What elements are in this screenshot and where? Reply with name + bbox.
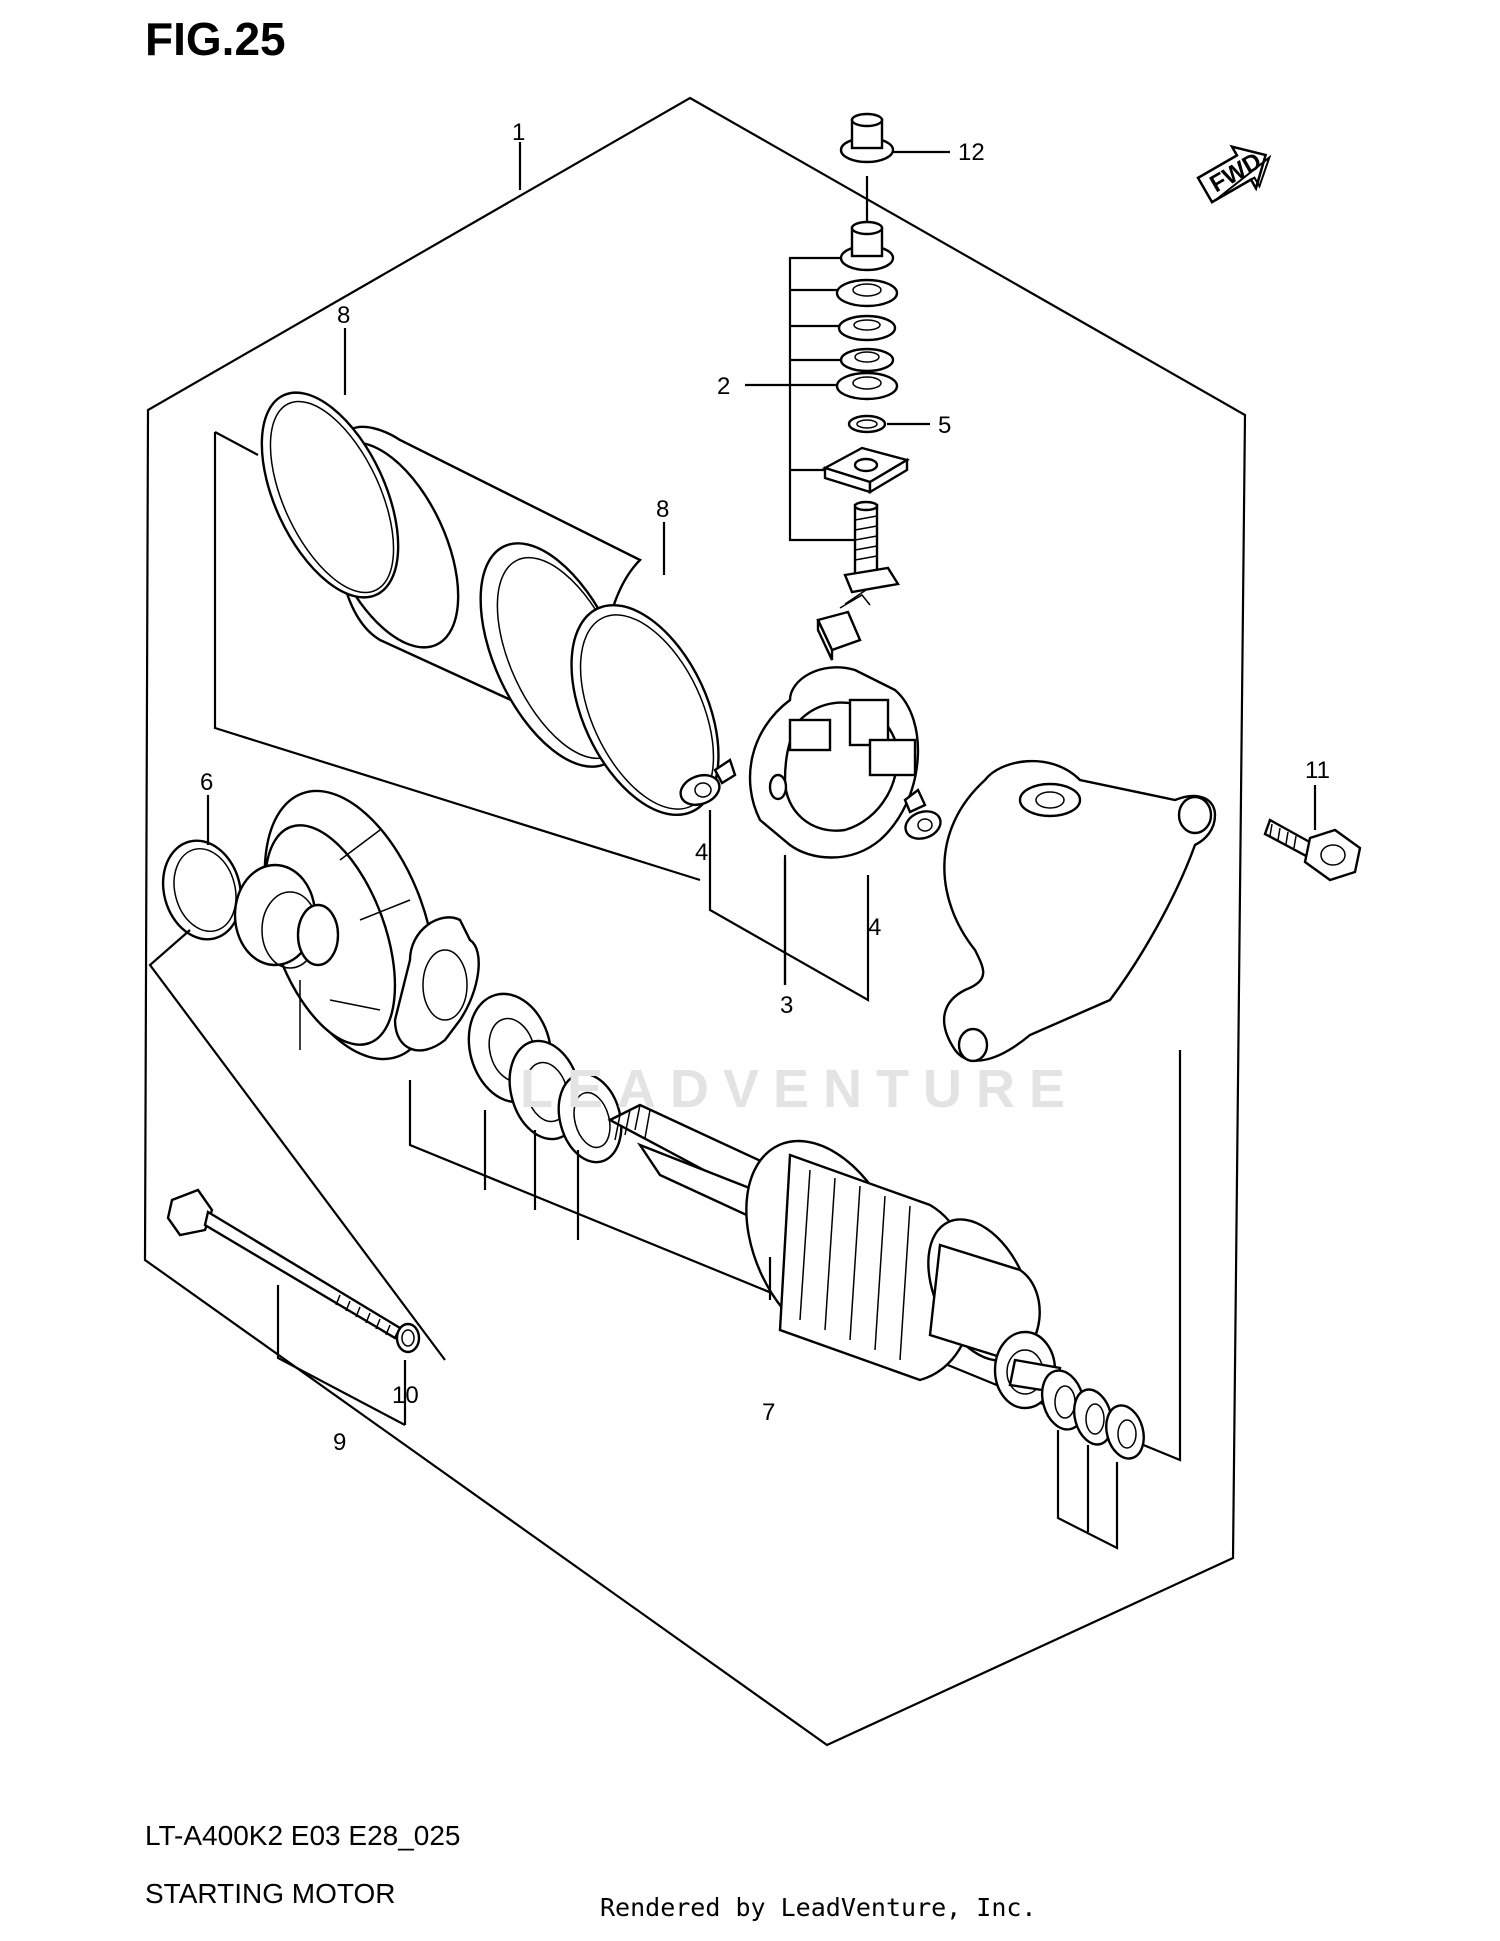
watermark: LEADVENTURE [520, 1059, 1080, 1119]
fwd-arrow-icon: FWD [1196, 144, 1272, 204]
part-front-bracket [233, 789, 437, 1061]
callout-10: 10 [392, 1382, 419, 1409]
part-oring-8-left [260, 391, 400, 599]
part-nut-12 [839, 112, 895, 164]
part-long-bolt-9 [166, 1188, 402, 1340]
part-nut-stack [839, 220, 895, 272]
part-brush-holder-3 [748, 666, 920, 859]
part-oring-10 [395, 1322, 421, 1354]
callout-6: 6 [200, 769, 213, 796]
part-end-housing [943, 759, 1217, 1063]
assembly-boundary [143, 96, 1247, 1747]
callout-7: 7 [762, 1399, 775, 1426]
callout-12: 12 [958, 139, 985, 166]
part-washers-end [1040, 1369, 1145, 1460]
part-spring-4-right [903, 788, 942, 840]
bracket-2 [788, 256, 855, 542]
callout-3: 3 [780, 992, 793, 1019]
callout-2: 2 [717, 373, 730, 400]
part-washer-c [557, 1072, 623, 1164]
part-oring-8-right [570, 603, 720, 817]
part-oring-6 [161, 839, 243, 941]
part-terminal-bolt [843, 500, 900, 594]
model-code: LT-A400K2 E03 E28_025 [145, 1820, 461, 1851]
part-bolt-11 [1263, 818, 1362, 882]
figure-title: FIG.25 [145, 13, 286, 65]
callout-9: 9 [333, 1429, 346, 1456]
part-brush [816, 589, 871, 661]
part-armature-7 [607, 1103, 1062, 1410]
callout-8a: 8 [337, 302, 350, 329]
callout-4b: 4 [868, 914, 881, 941]
part-washers-2 [835, 278, 899, 401]
callout-1: 1 [512, 119, 525, 146]
part-lock-plate [393, 916, 480, 1052]
section-name: STARTING MOTOR [145, 1878, 396, 1909]
callout-8b: 8 [656, 496, 669, 523]
part-oring-5 [847, 414, 887, 434]
callout-5: 5 [938, 412, 951, 439]
part-terminal-plate [821, 446, 911, 495]
rendered-by: Rendered by LeadVenture, Inc. [600, 1893, 1037, 1922]
callout-4a: 4 [695, 839, 708, 866]
callout-11: 11 [1305, 757, 1330, 784]
part-spring-4-left [679, 758, 737, 807]
